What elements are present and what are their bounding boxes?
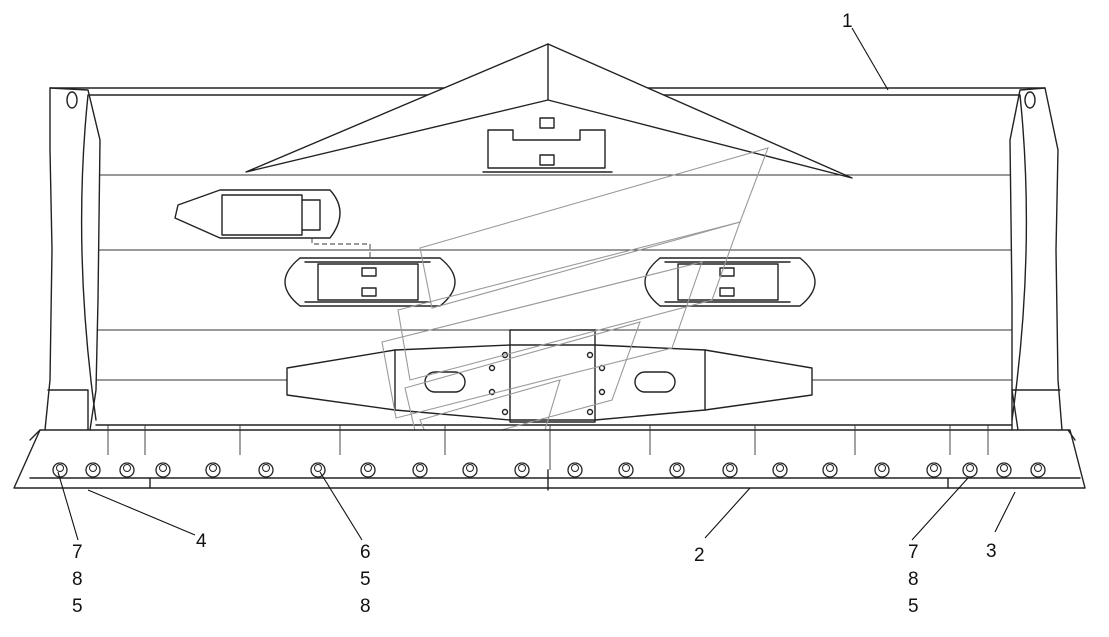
bolt-head <box>669 462 685 478</box>
bolt-nut <box>726 464 734 472</box>
cutting-edge-bolts <box>52 462 1046 478</box>
bolt-head <box>85 462 101 478</box>
left-side-plate <box>39 87 101 471</box>
callout-2: 2 <box>694 545 705 566</box>
bolt-nut <box>466 464 474 472</box>
bolt-head <box>822 462 838 478</box>
push-beam <box>286 329 813 423</box>
bolt-head <box>360 462 376 478</box>
bolt-nut <box>673 464 681 472</box>
bolt-head <box>310 462 326 478</box>
left-stack-line-2: 8 <box>72 569 83 590</box>
leader-1 <box>851 27 889 91</box>
bolt-head <box>874 462 890 478</box>
mid-stack-line-3: 8 <box>360 596 371 617</box>
bolt-nut <box>416 464 424 472</box>
bolt-nut <box>930 464 938 472</box>
bolt-nut <box>571 464 579 472</box>
leader-left-stack <box>57 471 79 541</box>
cutting-edge <box>13 429 1086 491</box>
left-stack-line-1: 7 <box>72 542 83 563</box>
spill-guard <box>245 43 853 179</box>
mid-stack-line-2: 5 <box>360 569 371 590</box>
bolt-nut <box>878 464 886 472</box>
bolt-nut <box>622 464 630 472</box>
lower-ribs <box>107 425 989 470</box>
bolt-nut <box>518 464 526 472</box>
bolt-nut <box>209 464 217 472</box>
leader-4 <box>87 489 196 536</box>
leader-lines <box>57 27 1016 541</box>
bolt-head <box>926 462 942 478</box>
bolt-head <box>1030 462 1046 478</box>
bolt-nut <box>56 464 64 472</box>
right-trunnion <box>644 257 816 307</box>
leader-right-stack <box>911 477 969 541</box>
bolt-nut <box>123 464 131 472</box>
bolt-head <box>258 462 274 478</box>
right-stack-line-2: 8 <box>908 569 919 590</box>
mid-stack-line-1: 6 <box>360 542 371 563</box>
right-stack-line-3: 5 <box>908 596 919 617</box>
callout-1: 1 <box>842 11 853 32</box>
callout-labels: 1 2 3 4 7 8 5 6 5 8 7 8 5 <box>72 11 997 617</box>
bolt-head <box>52 462 68 478</box>
bolt-nut <box>314 464 322 472</box>
left-lift-hole <box>66 91 78 109</box>
bolt-head <box>119 462 135 478</box>
bolt-nut <box>262 464 270 472</box>
right-stack-line-1: 7 <box>908 542 919 563</box>
upper-left-bracket <box>174 189 371 262</box>
bolt-nut <box>826 464 834 472</box>
left-stack-line-3: 5 <box>72 596 83 617</box>
left-trunnion <box>284 257 456 307</box>
bolt-head <box>205 462 221 478</box>
bolt-nut <box>966 464 974 472</box>
bolt-nut <box>776 464 784 472</box>
bolt-head <box>962 462 978 478</box>
right-side-plate <box>1009 87 1071 471</box>
bolt-head <box>155 462 171 478</box>
bolt-head <box>618 462 634 478</box>
bolt-nut <box>1034 464 1042 472</box>
bolt-head <box>567 462 583 478</box>
bolt-head <box>514 462 530 478</box>
bolt-nut <box>159 464 167 472</box>
bolt-nut <box>89 464 97 472</box>
leader-2 <box>704 487 751 539</box>
leader-mid-stack <box>319 471 363 541</box>
bolt-nut <box>1000 464 1008 472</box>
bolt-head <box>722 462 738 478</box>
bolt-head <box>462 462 478 478</box>
callout-3: 3 <box>986 541 997 562</box>
bolt-head <box>996 462 1012 478</box>
bolt-head <box>412 462 428 478</box>
bolt-head <box>772 462 788 478</box>
callout-4: 4 <box>196 531 207 552</box>
leader-3 <box>994 491 1016 533</box>
right-lift-hole <box>1024 91 1036 109</box>
bolt-nut <box>364 464 372 472</box>
